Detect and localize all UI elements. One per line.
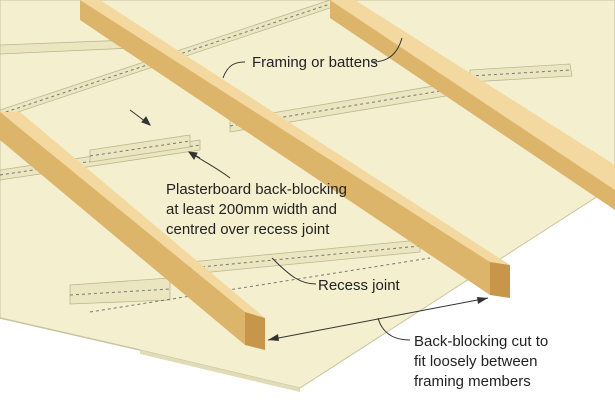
recess-joint-label: Recess joint xyxy=(318,277,401,294)
backblock-label-line1: Plasterboard back-blocking xyxy=(166,181,347,198)
framing-label: Framing or battens xyxy=(252,54,378,71)
backblock-label-line3: centred over recess joint xyxy=(166,221,330,238)
arrow-markers xyxy=(129,109,201,160)
backblock-label-line2: at least 200mm width and xyxy=(166,201,337,218)
batten-left xyxy=(0,112,265,350)
framing-label-bg xyxy=(247,52,372,71)
labels: Framing or battens Plasterboard back-blo… xyxy=(166,52,548,390)
cut-label-line3: framing members xyxy=(414,373,531,390)
batten-middle xyxy=(80,0,510,298)
cut-label-line2: fit loosely between xyxy=(414,353,537,370)
cut-label-line1: Back-blocking cut to xyxy=(414,333,548,350)
batten-right xyxy=(330,0,615,210)
